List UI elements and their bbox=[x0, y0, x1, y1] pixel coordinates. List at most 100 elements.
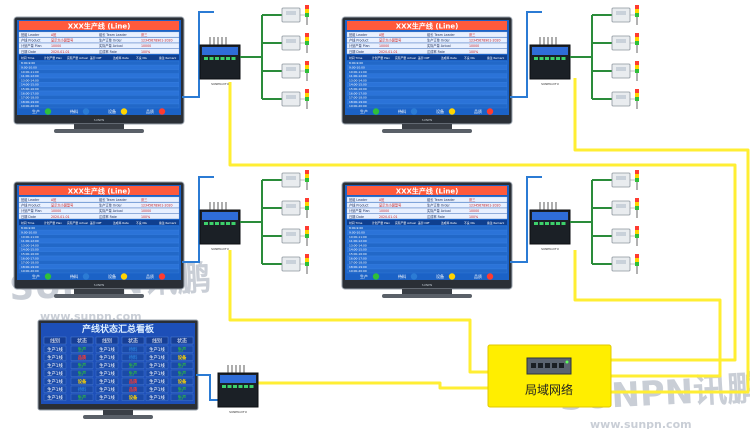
summary-header-cell bbox=[170, 336, 194, 345]
footer-status-light bbox=[410, 108, 418, 115]
tower-light-green bbox=[305, 41, 309, 45]
watermark-url-2: www.sunpn.com bbox=[590, 418, 692, 429]
summary-header-text: 线别 bbox=[102, 338, 112, 345]
summary-status-cell bbox=[170, 393, 194, 401]
table-time: 15:00-16:00 bbox=[21, 87, 39, 91]
summary-header-cell bbox=[145, 336, 169, 345]
dtu-led bbox=[215, 57, 219, 60]
lan-box bbox=[487, 344, 612, 408]
table-header-cell: 达成率 Rate bbox=[113, 221, 129, 225]
footer-status-light bbox=[44, 108, 52, 115]
info-cell: 100% bbox=[469, 215, 478, 219]
tower-light-red bbox=[305, 5, 309, 9]
info-cell: 实际产量 Actual bbox=[99, 43, 123, 48]
summary-status-label: 设备 bbox=[78, 378, 87, 385]
dtu-led bbox=[550, 57, 555, 60]
table-header-cell: 时间 Time bbox=[21, 56, 35, 60]
dtu-top-panel bbox=[202, 47, 238, 55]
summary-header-text: 线别 bbox=[50, 338, 60, 345]
dtu-led bbox=[226, 57, 230, 60]
info-cell: 显示大小屏型号 bbox=[379, 38, 401, 43]
table-header-cell: 达成率 Rate bbox=[441, 221, 457, 225]
info-cell: 12345678901-2020 bbox=[469, 39, 501, 43]
table-time: 14:00-15:00 bbox=[349, 83, 367, 87]
table-time: 17:00-18:00 bbox=[349, 261, 367, 265]
info-cell: A班 bbox=[51, 197, 57, 202]
table-row bbox=[346, 90, 508, 96]
summary-line-cell bbox=[43, 385, 67, 393]
table-time: 9:00-10:00 bbox=[21, 231, 37, 235]
info-cell: 组长 Team Leader bbox=[427, 32, 455, 37]
summary-line-label: 生产1线 bbox=[99, 394, 115, 401]
sensor-node-panel bbox=[616, 176, 626, 180]
tower-light-green bbox=[635, 13, 639, 17]
dtu-device-2: SUNPN-DTU bbox=[529, 5, 639, 109]
table-row bbox=[346, 260, 508, 265]
dtu-led bbox=[220, 222, 225, 225]
info-cell: 日期 Date bbox=[21, 214, 36, 219]
summary-status-label: 设备 bbox=[129, 394, 138, 401]
table-row bbox=[18, 99, 180, 104]
table-header-cell: 实际产量 Actual bbox=[395, 221, 416, 225]
sensor-node-panel bbox=[616, 39, 626, 43]
table-row bbox=[18, 78, 180, 83]
sensor-node-panel bbox=[286, 260, 296, 264]
table-header-cell: 时间 Time bbox=[349, 56, 363, 60]
info-row bbox=[18, 202, 180, 208]
tower-light-red bbox=[635, 226, 639, 230]
table-time: 18:00-19:00 bbox=[349, 100, 367, 104]
summary-line-label: 生产1线 bbox=[99, 362, 115, 369]
sensor-node-panel bbox=[286, 232, 296, 236]
tower-light-red bbox=[635, 61, 639, 65]
table-row bbox=[346, 82, 508, 87]
info-row bbox=[346, 31, 508, 38]
info-cell: 2020-01-01 bbox=[51, 215, 70, 219]
summary-status-cell bbox=[70, 369, 94, 377]
tower-light-yellow bbox=[305, 174, 309, 178]
footer-label: 设备 bbox=[108, 108, 116, 114]
monitor-title-bar bbox=[347, 21, 507, 30]
footer-label: 品质 bbox=[146, 108, 154, 114]
monitor-to-device-cable bbox=[182, 176, 214, 263]
info-cell: 产线 Product bbox=[349, 203, 369, 208]
summary-line-label: 生产1线 bbox=[149, 378, 165, 385]
summary-line-label: 生产1线 bbox=[47, 370, 63, 377]
table-row bbox=[18, 65, 180, 70]
summary-status-label: 生产 bbox=[178, 362, 187, 369]
table-row bbox=[346, 251, 508, 256]
dtu-led bbox=[209, 222, 214, 225]
info-cell: 生产订单 Order bbox=[99, 38, 123, 43]
table-time: 13:00-14:00 bbox=[21, 78, 39, 82]
tower-light-green bbox=[635, 97, 639, 101]
tower-light-red bbox=[305, 254, 309, 258]
table-header bbox=[19, 55, 179, 60]
summary-status-label: 生产 bbox=[78, 394, 87, 401]
info-cell: 达成率 Rate bbox=[427, 214, 445, 219]
table-row bbox=[18, 230, 180, 235]
info-cell: 组长 Team Leader bbox=[99, 197, 127, 202]
tower-light-yellow bbox=[305, 230, 309, 234]
footer-label: 待料 bbox=[70, 273, 78, 279]
monitor-neck bbox=[74, 124, 124, 129]
table-header-cell: 计划产量 Plan bbox=[372, 221, 390, 225]
footer-label: 生产 bbox=[360, 108, 368, 114]
info-cell: 班组 Leader bbox=[349, 32, 368, 37]
table-time: 10:00-11:00 bbox=[349, 70, 367, 74]
info-cell: 达成率 Rate bbox=[99, 214, 117, 219]
footer-label: 设备 bbox=[436, 108, 444, 114]
table-row bbox=[346, 247, 508, 252]
table-row bbox=[18, 86, 180, 91]
info-cell: 计划产量 Plan bbox=[21, 208, 42, 213]
info-cell: 12345678901-2020 bbox=[141, 39, 173, 43]
table-row bbox=[18, 264, 180, 269]
network-link-1 bbox=[228, 82, 737, 362]
summary-header-cell bbox=[95, 336, 119, 345]
info-cell: 12345678901-2020 bbox=[141, 204, 173, 208]
dtu-led bbox=[215, 222, 219, 225]
table-header-cell: 实际产量 Actual bbox=[67, 56, 88, 60]
dtu-label: SUNPN-DTU bbox=[211, 247, 229, 251]
dtu-led bbox=[534, 222, 538, 225]
table-header-cell: 实际产量 Actual bbox=[67, 221, 88, 225]
summary-header-cell bbox=[121, 336, 145, 345]
